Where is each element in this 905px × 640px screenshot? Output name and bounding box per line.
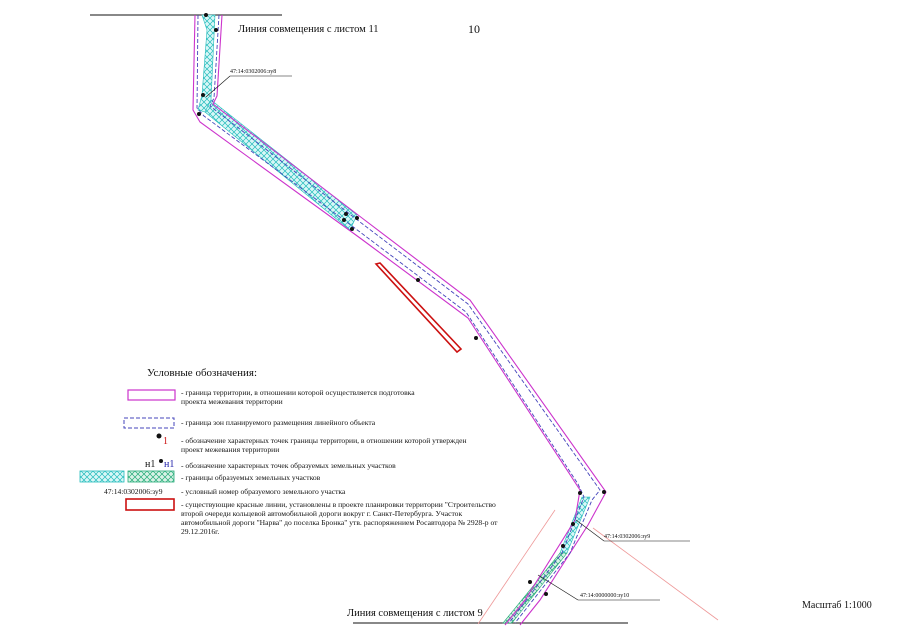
legend-parcel-point-symbol-a: н1 — [145, 459, 156, 470]
legend-item-red-lines: - существующие красные линии, установлен… — [181, 500, 498, 536]
legend-point-symbol — [156, 433, 162, 439]
territory-boundary — [212, 14, 607, 626]
legend-parcel-number-symbol: 47:14:0302006:зу9 — [104, 487, 163, 496]
legend-zone-symbol — [123, 417, 175, 429]
legend-parcel-point-symbol-b: н1 — [164, 459, 175, 470]
match-line-label-top: Линия совмещения с листом 11 — [238, 24, 379, 35]
guide-line — [477, 509, 556, 625]
legend-item-parcel-number: - условный номер образуемого земельного … — [181, 487, 346, 496]
parcel-zu8-hatch — [197, 14, 216, 113]
guide-line — [592, 527, 719, 621]
legend-title: Условные обозначения: — [147, 367, 258, 379]
parcel-zu10-hatch — [502, 552, 568, 624]
legend-item-parcel-points: - обозначение характерных точек образуем… — [181, 461, 396, 470]
leader-line — [575, 519, 605, 542]
leader-line — [205, 75, 231, 98]
legend-hatch-symbol-2 — [127, 470, 175, 483]
parcel-label-zu8: 47:14:0302006:зу8 — [230, 69, 277, 75]
legend-item-territory: - граница территории, в отношении которо… — [181, 388, 415, 406]
legend-territory-symbol — [127, 389, 176, 401]
parcel-label-zu9: 47:14:0302006:зу9 — [604, 534, 651, 540]
red-line — [374, 262, 463, 354]
linear-object-zone — [209, 14, 601, 624]
legend-hatch-symbol-1 — [79, 470, 125, 483]
boundary-points — [197, 13, 606, 596]
linear-object-zone — [196, 14, 585, 624]
legend-item-zone: - граница зон планируемого размещения ли… — [181, 418, 376, 427]
legend-parcel-point-symbol — [159, 459, 163, 463]
parcel-zu8-hatch-diag — [204, 99, 358, 231]
scale-label: Масштаб 1:1000 — [802, 600, 872, 611]
territory-boundary — [192, 14, 581, 626]
match-line-label-bottom: Линия совмещения с листом 9 — [347, 608, 483, 619]
page-number: 10 — [468, 22, 480, 36]
leader-line — [537, 574, 579, 601]
legend-item-parcel-boundaries: - границы образуемых земельных участков — [181, 473, 321, 482]
legend-item-boundary-points: - обозначение характерных точек границы … — [181, 436, 467, 454]
legend-point-symbol-label: 1 — [163, 436, 168, 447]
legend-red-line-symbol — [125, 498, 175, 511]
parcel-label-zu10: 47:14:0000000:зу10 — [580, 593, 630, 599]
